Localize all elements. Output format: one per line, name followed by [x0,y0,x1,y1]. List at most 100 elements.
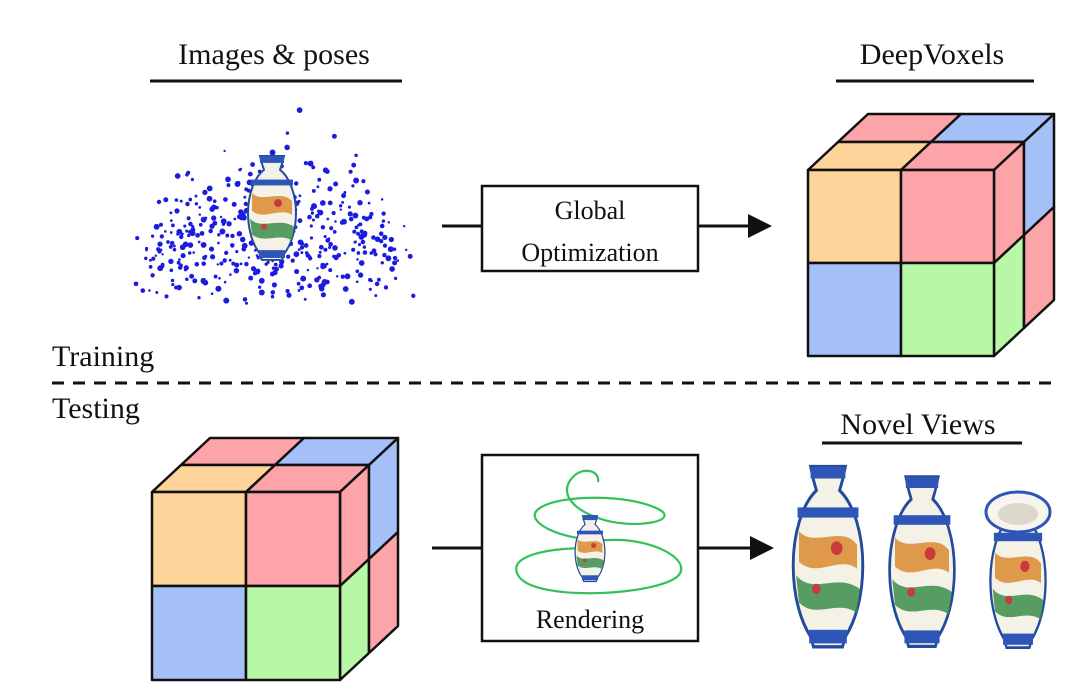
camera-dot [186,216,191,221]
voxel-front-cell [150,490,248,588]
camera-dot [358,234,365,240]
camera-dot [317,254,322,259]
camera-dot [202,255,207,261]
camera-dot [235,250,239,254]
camera-dot [169,231,173,234]
camera-dot [148,289,151,292]
novel-views-title: Novel Views [840,408,995,441]
camera-dot [223,297,230,304]
camera-dot [352,229,357,234]
camera-dot [354,240,357,244]
voxel-front-cell [899,261,996,358]
camera-dot [195,232,200,238]
camera-dot [215,285,222,292]
arrow-right-icon [698,214,772,238]
voxel-side-cell [1022,205,1056,330]
camera-dot [236,230,243,237]
camera-dot [373,252,378,257]
camera-dot [329,226,334,231]
camera-dot [318,250,322,254]
camera-dot [225,176,231,183]
camera-dot [284,144,290,151]
camera-dot [174,173,181,179]
camera-dot [238,168,242,172]
camera-dot [194,194,198,198]
camera-dot [153,223,160,230]
camera-dot [383,285,389,290]
camera-dot [411,293,416,298]
camera-dot [382,243,388,248]
camera-dot [180,253,186,259]
camera-dot [168,258,174,265]
camera-dot [387,221,391,224]
camera-dot [223,197,228,202]
camera-dot [334,220,337,223]
camera-dot [244,187,249,192]
camera-dot [187,251,192,255]
camera-dot [341,218,347,225]
rendering-label: Rendering [536,605,644,634]
novel-views [791,464,1052,649]
camera-dot [185,201,190,207]
camera-dot [257,285,262,289]
camera-dot [157,265,164,272]
voxel-cube-icon [150,436,400,682]
camera-dot [234,262,240,268]
camera-dot [321,278,328,285]
camera-dot [389,266,395,272]
camera-dot [309,224,313,228]
camera-dot [211,204,217,210]
camera-dot [367,201,371,205]
camera-dot [331,211,336,216]
camera-dot [376,277,381,282]
camera-dot [192,251,195,254]
camera-dot [382,234,388,241]
camera-dot [194,262,200,267]
camera-dot [163,197,169,203]
camera-dot [200,277,207,284]
camera-dot [155,291,159,294]
camera-dot [356,231,361,236]
camera-dot [297,248,301,252]
camera-dot [407,253,413,259]
camera-dot [169,240,175,246]
camera-dot [170,223,175,228]
camera-dot [164,230,167,233]
camera-dot [357,272,364,278]
camera-dot [317,209,324,216]
camera-dot [323,247,328,252]
camera-dot [361,230,368,237]
camera-dot [179,199,183,203]
camera-dot [356,258,359,261]
camera-dot [354,153,358,158]
process-label-line1: Global [555,196,626,225]
camera-dot [183,224,187,228]
camera-dot [269,149,276,156]
camera-dot [331,133,337,139]
camera-dot [209,254,216,260]
camera-dot [342,286,349,292]
camera-dot [303,160,309,166]
camera-dot [347,205,351,209]
camera-dot [351,184,355,188]
camera-dot [231,201,237,207]
global-optimization-box: Global Optimization [480,184,700,273]
camera-dot [233,217,237,221]
camera-dot [179,244,186,251]
camera-dot [327,186,333,192]
camera-dot [347,211,353,217]
camera-dot [189,273,195,279]
camera-dot [296,281,301,286]
camera-dot [169,211,173,215]
camera-dot [187,233,191,238]
rendering-box: Rendering [480,453,700,643]
camera-dot [341,200,345,204]
voxel-cube-icon [806,112,1056,358]
camera-dot [303,297,307,301]
voxel-front-cell [899,168,996,265]
camera-dot [271,282,277,288]
camera-dot [176,228,183,235]
camera-dot [178,258,181,261]
camera-dot [328,241,333,247]
camera-dot [156,199,162,205]
